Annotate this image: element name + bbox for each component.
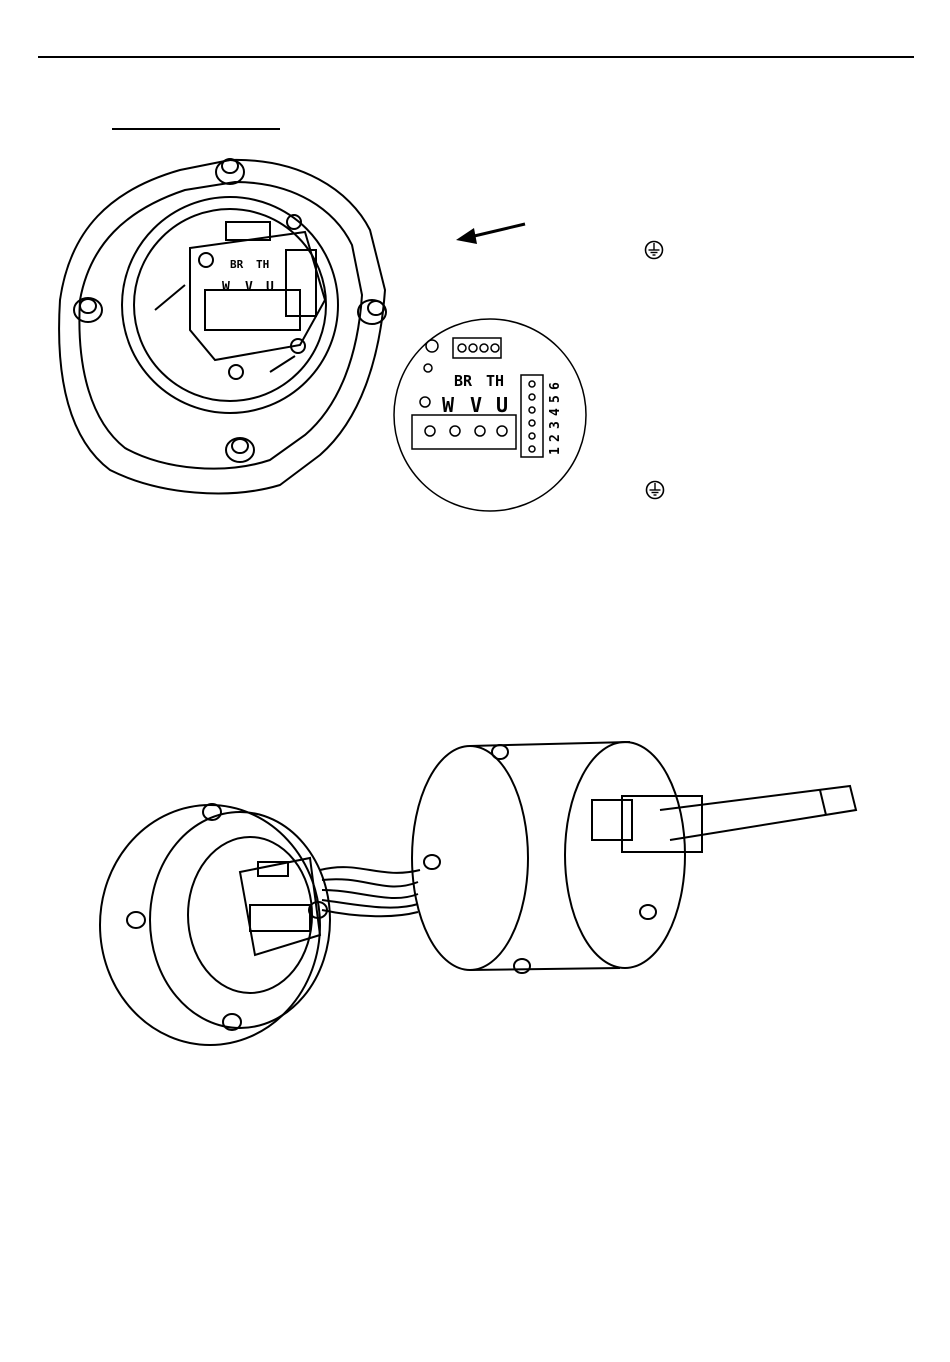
housing-label-th: TH (256, 258, 269, 271)
earth-ground-icon (644, 240, 664, 260)
strip-number-4: 4 (548, 408, 563, 416)
pointer-arrow (456, 224, 525, 244)
strip-number-2: 2 (548, 434, 563, 442)
housing-label-v: V (245, 280, 253, 295)
strip-number-6: 6 (548, 382, 563, 390)
earth-ground-icon (645, 480, 665, 500)
strip-number-5: 5 (548, 395, 563, 403)
brake-label: BR (454, 372, 473, 390)
strip-number-3: 3 (548, 421, 563, 429)
housing-label-w: W (222, 280, 230, 295)
strip-number-1: 1 (548, 447, 563, 455)
terminal-label-w: W (442, 393, 455, 417)
housing-label-u: U (266, 280, 274, 295)
motor-cable-assembly-drawing (100, 742, 856, 1045)
terminal-label-u: U (496, 393, 508, 417)
thermal-label: TH (486, 372, 504, 390)
terminal-label-v: V (470, 393, 482, 417)
housing-label-br: BR (230, 258, 244, 271)
